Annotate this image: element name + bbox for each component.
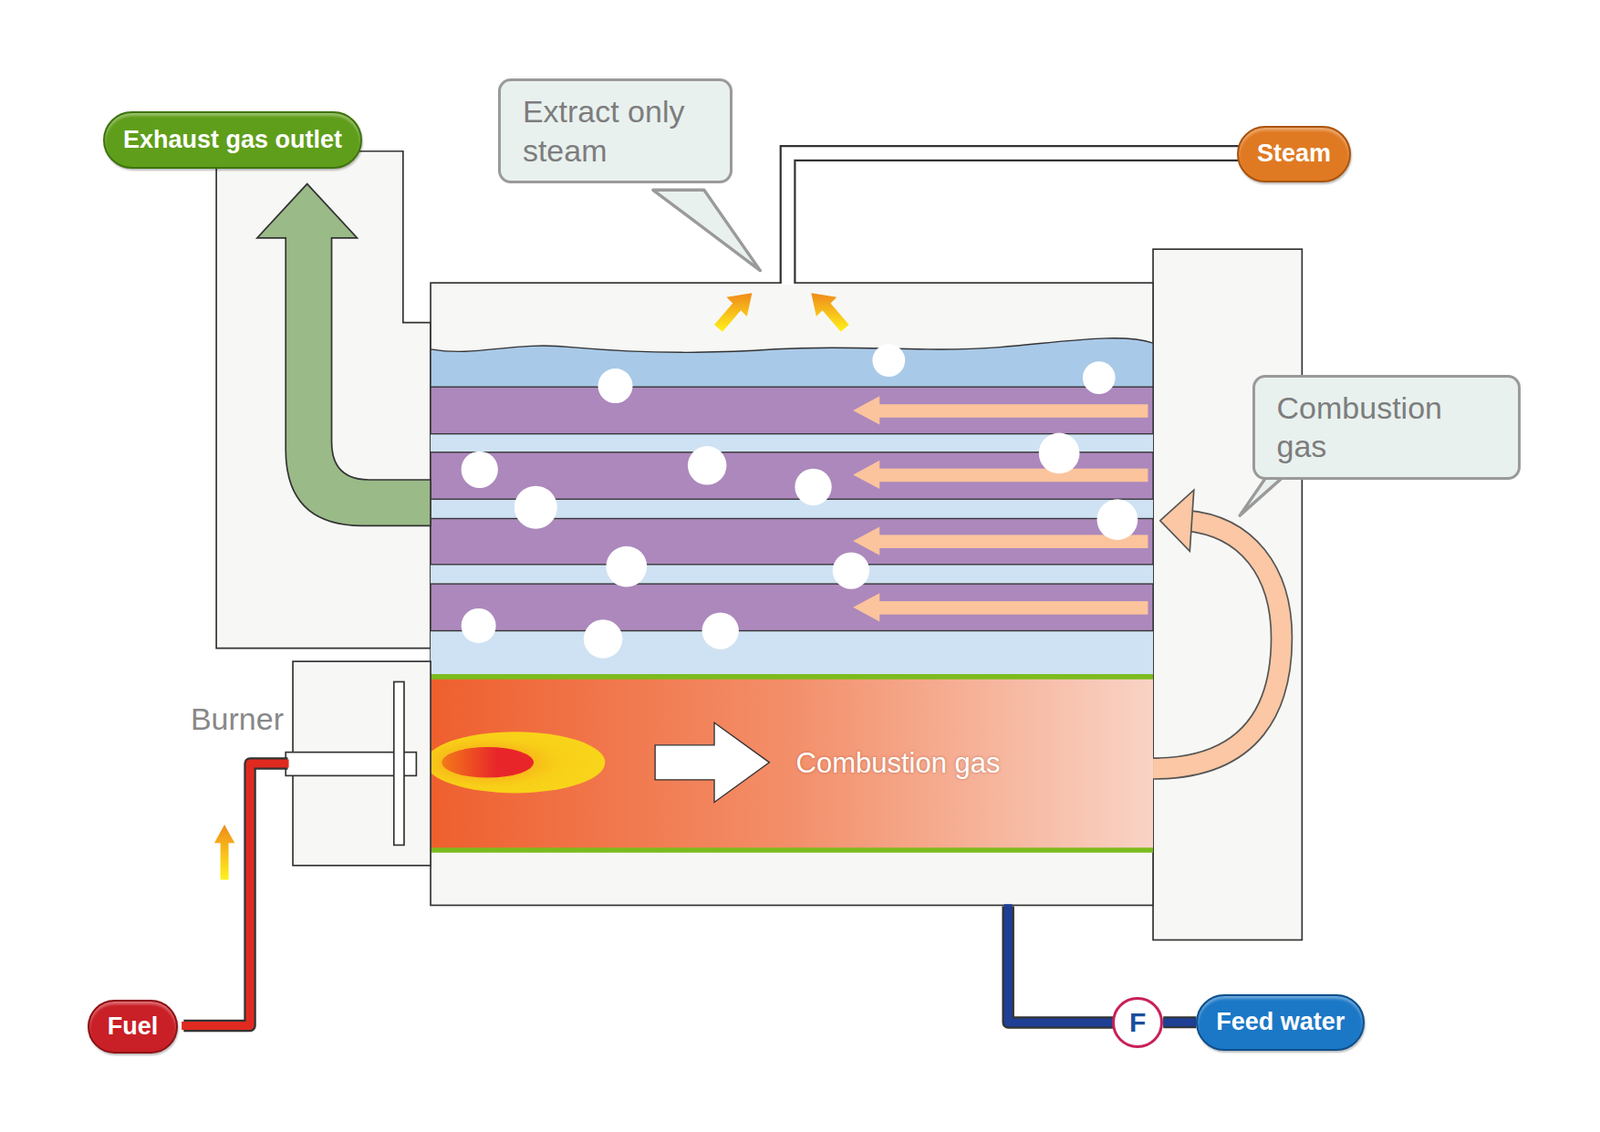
fuel-pipe-outline (183, 763, 288, 1026)
steam-arrow (714, 292, 752, 333)
burner-plate (394, 681, 405, 845)
node-text: Feed water (1215, 1007, 1345, 1037)
bubble (461, 608, 497, 644)
gas-flow-arrow (654, 722, 769, 802)
part-label: Burner (190, 701, 284, 738)
bubble (702, 612, 739, 649)
node-text: Combustion gas (1277, 388, 1497, 467)
fire-tubes (430, 386, 1154, 631)
furnace-wall (430, 674, 1154, 680)
flow-arrow (852, 526, 880, 555)
flame (425, 731, 605, 793)
bubble (514, 486, 558, 530)
node-text: Fuel (107, 1012, 159, 1041)
bubble (1082, 361, 1116, 395)
fuel-flow-arrow (214, 824, 235, 880)
node-text: Steam (1257, 139, 1331, 168)
return-chamber (1153, 249, 1302, 940)
return-arrow-outline (1153, 520, 1282, 769)
pipe-outline (1163, 1016, 1196, 1029)
callout-tail (653, 189, 760, 271)
exhaust-duct (216, 151, 431, 649)
inlet-tag: Fuel (87, 999, 179, 1054)
bubble (1097, 498, 1139, 541)
fuel-pipe (181, 763, 289, 1026)
node-text: F (1129, 1007, 1146, 1039)
bubble (461, 451, 499, 489)
bubble (598, 368, 634, 404)
steam-pipe-outline (788, 153, 1246, 283)
callout-box: Combustion gas (1252, 374, 1521, 480)
water (430, 386, 1154, 676)
flow-arrow (875, 601, 1149, 615)
bubble (872, 343, 905, 377)
furnace-band: Combustion gas (430, 679, 1154, 847)
bubble (583, 619, 624, 659)
bubble (687, 446, 728, 486)
node-text: Extract only steam (522, 92, 708, 170)
boiler-shell (430, 282, 1154, 905)
bubble (605, 546, 647, 588)
tube-flow-arrows (852, 395, 1148, 622)
flow-arrow (852, 592, 880, 622)
flow-arrow (852, 395, 880, 425)
fire-tube (430, 386, 1154, 434)
outlet-tag: Exhaust gas outlet (103, 111, 363, 169)
inlet-tag: Feed water (1195, 994, 1365, 1052)
steam-arrow (810, 292, 849, 333)
flow-arrow (852, 460, 880, 489)
callout-box: Extract only steam (498, 78, 733, 184)
node-text: Exhaust gas outlet (123, 125, 343, 155)
steam-bubbles (461, 343, 1139, 659)
feed-water-pipe (1163, 1018, 1196, 1027)
bubble (832, 551, 870, 589)
outlet-tag: Steam (1236, 125, 1351, 184)
return-arrow-head (1160, 489, 1195, 551)
furnace-wall (430, 847, 1154, 853)
node-text: Combustion gas (796, 747, 1001, 780)
flow-arrow (875, 468, 1149, 483)
steam-pipe (788, 153, 1247, 285)
flow-meter: F (1111, 997, 1164, 1049)
bubble (794, 468, 832, 506)
exhaust-arrow (257, 184, 431, 527)
fire-tube (430, 583, 1154, 631)
bubble (1038, 433, 1081, 475)
feed-pipe-outline (1007, 906, 1114, 1024)
flame-core (441, 747, 534, 779)
flow-arrow (875, 404, 1149, 418)
feed-pipe (1007, 903, 1117, 1023)
return-arrow (1153, 520, 1282, 769)
water-surface (430, 338, 1154, 389)
